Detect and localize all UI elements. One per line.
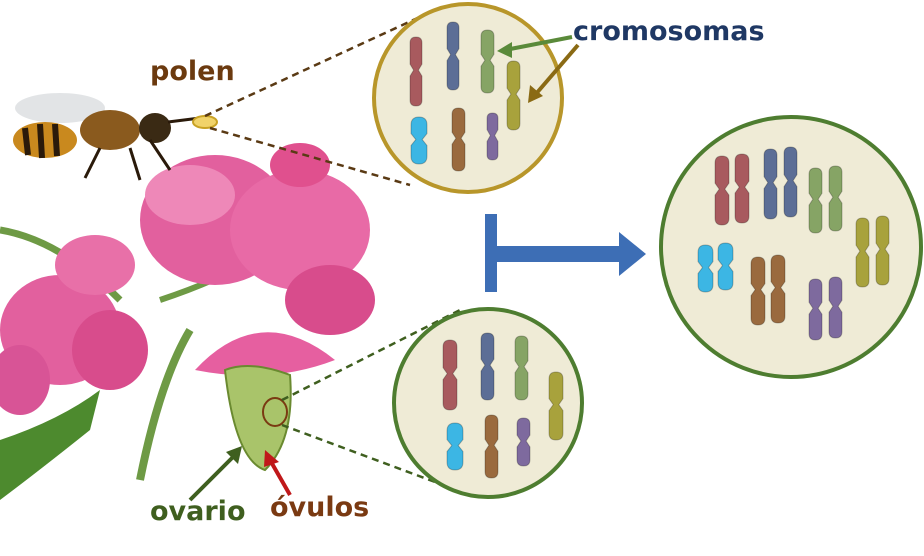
chromosomes bbox=[409, 21, 890, 479]
chromosome-green bbox=[514, 335, 529, 401]
chromosome-cyan bbox=[697, 244, 714, 293]
chromosome-olive bbox=[875, 215, 890, 286]
chromosome-red bbox=[714, 155, 730, 226]
sweet-pea-flower bbox=[0, 143, 375, 500]
bee-illustration bbox=[13, 93, 218, 181]
ovules-label: óvulos bbox=[270, 492, 370, 523]
chromosome-green bbox=[808, 167, 823, 234]
arrow-to-ovary bbox=[226, 446, 242, 464]
chromosome-brown bbox=[750, 256, 766, 326]
chromosome-red bbox=[442, 339, 458, 411]
chromosome-blue bbox=[480, 332, 495, 401]
zoom-connectors bbox=[204, 8, 471, 497]
chromosome-purple bbox=[808, 278, 823, 341]
chromosome-green bbox=[828, 165, 843, 232]
chromosome-red bbox=[409, 36, 423, 107]
chromosome-red bbox=[734, 153, 750, 224]
ovule-highlight bbox=[262, 397, 288, 427]
chromosome-olive bbox=[855, 217, 870, 288]
chromosome-brown bbox=[451, 107, 466, 172]
chromosome-purple bbox=[516, 417, 531, 467]
chromosome-blue bbox=[763, 148, 778, 220]
arrow-to-olive-chromosome bbox=[528, 85, 543, 103]
fusion-arrow bbox=[485, 214, 646, 292]
chromosome-cyan bbox=[446, 422, 464, 471]
ovule-cell bbox=[392, 307, 584, 499]
chromosomes-label: cromosomas bbox=[573, 16, 765, 47]
chromosome-purple bbox=[828, 276, 843, 339]
chromosome-cyan bbox=[717, 242, 734, 291]
chromosome-green bbox=[480, 29, 495, 94]
chromosome-blue bbox=[446, 21, 460, 91]
chromosome-purple bbox=[486, 112, 499, 161]
chromosome-olive bbox=[506, 60, 521, 131]
label-arrows bbox=[188, 35, 580, 502]
pollen-grain bbox=[192, 115, 218, 129]
ovary-label: ovario bbox=[150, 496, 246, 527]
chromosome-blue bbox=[783, 146, 798, 218]
chromosome-cyan bbox=[410, 116, 428, 165]
chromosome-brown bbox=[770, 254, 786, 324]
ovary-cutaway bbox=[223, 365, 292, 472]
arrow-to-green-chromosome bbox=[497, 42, 512, 58]
pollen-label: polen bbox=[150, 56, 235, 87]
arrow-to-ovule bbox=[264, 450, 279, 467]
chromosome-olive bbox=[548, 371, 564, 441]
chromosome-brown bbox=[484, 414, 499, 479]
